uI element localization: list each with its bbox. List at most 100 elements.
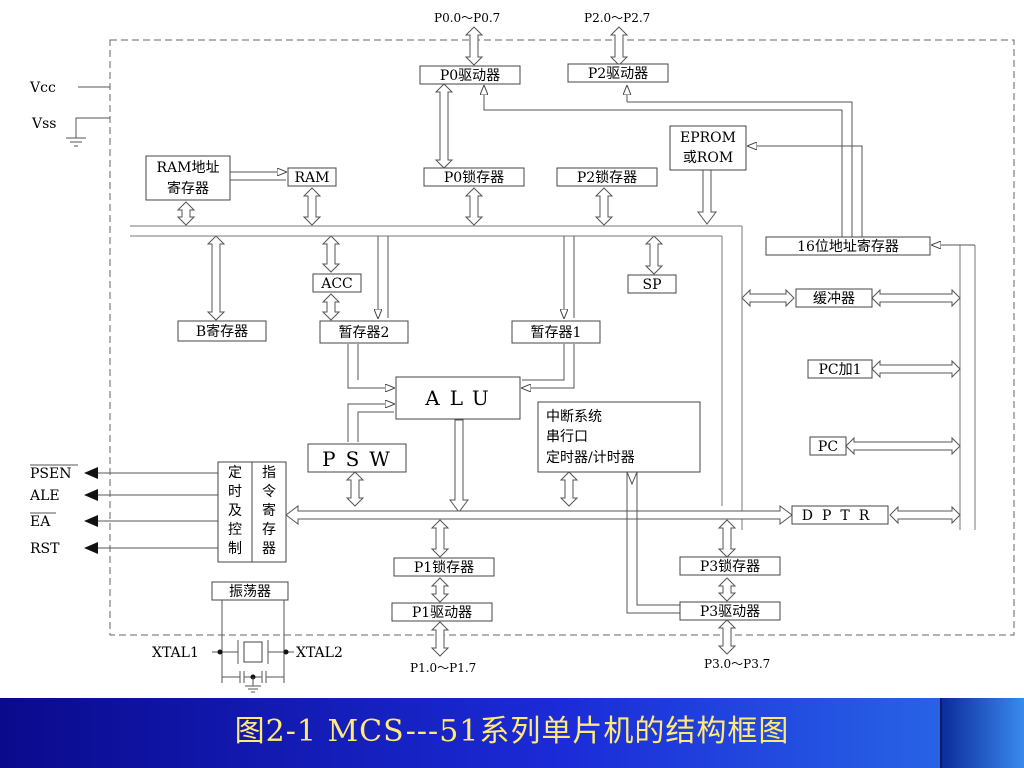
svg-text:ACC: ACC bbox=[320, 276, 353, 292]
svg-text:P1锁存器: P1锁存器 bbox=[414, 560, 474, 576]
interrupt-p3-line bbox=[626, 472, 680, 614]
p1-driver-block: P1驱动器 bbox=[391, 602, 493, 622]
timing-control-block: 定 时 及 控 制 bbox=[217, 461, 253, 563]
temp2-alu-line bbox=[347, 344, 394, 388]
svg-text:或ROM: 或ROM bbox=[683, 150, 733, 166]
svg-text:P0驱动器: P0驱动器 bbox=[440, 68, 500, 84]
rst-pin: RST bbox=[30, 541, 218, 557]
svg-text:RAM地址: RAM地址 bbox=[157, 160, 220, 176]
psen-pin: PSEN bbox=[30, 464, 218, 482]
interrupt-up-arrowhead bbox=[626, 471, 638, 486]
svg-text:及: 及 bbox=[228, 503, 242, 519]
acc-temp2-arrow bbox=[321, 293, 341, 321]
ground-symbol bbox=[66, 137, 86, 147]
svg-text:暂存器1: 暂存器1 bbox=[531, 325, 582, 341]
svg-text:P2锁存器: P2锁存器 bbox=[577, 170, 637, 186]
interrupt-timer-block: 中断系统 串行口 定时器/计时器 bbox=[537, 401, 701, 473]
p3-latch-driver-arrow bbox=[717, 577, 737, 602]
psw-block: PSW bbox=[307, 443, 407, 473]
ram-addr-register-block: RAM地址 寄存器 bbox=[145, 155, 231, 201]
alu-bus-arrow bbox=[449, 419, 469, 513]
pc-block: PC bbox=[809, 436, 847, 456]
svg-text:振荡器: 振荡器 bbox=[229, 584, 271, 600]
p2-latch-bus-arrow bbox=[594, 187, 614, 226]
alu-block: ALU bbox=[395, 376, 521, 420]
svg-text:P1驱动器: P1驱动器 bbox=[412, 605, 472, 621]
xtal2-label: XTAL2 bbox=[296, 645, 343, 661]
acc-block: ACC bbox=[312, 273, 362, 293]
p1-port-label: P1.0～P1.7 bbox=[410, 661, 476, 675]
p0-latch-block: P0锁存器 bbox=[423, 167, 525, 187]
dptr-block: DPTR bbox=[791, 505, 889, 525]
buffer-bus-arrow bbox=[741, 288, 795, 308]
buffer-right-arrow bbox=[871, 288, 961, 308]
p0-latch-bus-arrow bbox=[464, 187, 484, 226]
svg-text:定: 定 bbox=[228, 465, 242, 481]
svg-text:缓冲器: 缓冲器 bbox=[813, 291, 855, 307]
internal-data-bus bbox=[130, 225, 743, 530]
crystal-circuit bbox=[212, 600, 294, 693]
b-register-block: B寄存器 bbox=[177, 320, 267, 342]
svg-text:ALU: ALU bbox=[424, 386, 499, 410]
addr16-register-block: 16位地址寄存器 bbox=[765, 236, 931, 256]
svg-text:制: 制 bbox=[228, 541, 242, 557]
p0-pin-arrow bbox=[464, 26, 484, 66]
mcs51-block-diagram: Vcc Vss P0.0～P0.7 P2.0～P2.7 P1.0～P1.7 P3… bbox=[29, 11, 1015, 693]
addr-p0-feedback bbox=[484, 86, 843, 238]
svg-text:EPROM: EPROM bbox=[680, 130, 736, 146]
svg-text:串行口: 串行口 bbox=[546, 429, 588, 445]
svg-text:EA: EA bbox=[30, 514, 51, 530]
svg-text:寄存器: 寄存器 bbox=[167, 180, 209, 197]
svg-text:PC加1: PC加1 bbox=[818, 362, 861, 378]
ram-addr-bus-arrow bbox=[176, 201, 196, 226]
svg-text:中断系统: 中断系统 bbox=[546, 409, 602, 425]
xtal1-label: XTAL1 bbox=[152, 645, 199, 661]
svg-text:存: 存 bbox=[262, 522, 276, 538]
p3-pin-arrow bbox=[717, 619, 737, 655]
p3-port-label: P3.0～P3.7 bbox=[704, 657, 770, 671]
addr-p2-feedback-a bbox=[627, 101, 853, 238]
pc-inc-right-arrow bbox=[871, 359, 961, 379]
svg-text:P3锁存器: P3锁存器 bbox=[700, 559, 760, 575]
interrupt-p3-line-b bbox=[636, 472, 680, 606]
svg-text:RAM: RAM bbox=[295, 170, 330, 186]
svg-text:16位地址寄存器: 16位地址寄存器 bbox=[797, 238, 899, 255]
chip-boundary bbox=[109, 39, 1015, 636]
psen-label: PSEN bbox=[30, 466, 71, 482]
p2-port-label: P2.0～P2.7 bbox=[584, 11, 650, 25]
instruction-register-block: 指 令 寄 存 器 bbox=[251, 461, 287, 563]
vss-pin-label: Vss bbox=[31, 116, 56, 132]
svg-text:B寄存器: B寄存器 bbox=[196, 323, 248, 340]
vcc-pin-label: Vcc bbox=[29, 80, 56, 96]
svg-text:令: 令 bbox=[262, 484, 276, 500]
temp-register-1-block: 暂存器1 bbox=[511, 320, 601, 344]
dptr-right-arrow bbox=[889, 505, 961, 525]
caption-bar: 图2-1 MCS---51系列单片机的结构框图 bbox=[0, 698, 1024, 768]
svg-text:PSW: PSW bbox=[322, 447, 400, 471]
svg-text:DPTR: DPTR bbox=[802, 508, 879, 524]
right-side-bus bbox=[959, 245, 976, 530]
svg-text:指: 指 bbox=[262, 465, 276, 481]
eprom-block: EPROM 或ROM bbox=[669, 125, 747, 171]
ale-pin: ALE bbox=[29, 488, 218, 504]
acc-bus-arrow bbox=[321, 235, 341, 273]
svg-text:P2驱动器: P2驱动器 bbox=[588, 66, 648, 82]
ea-pin: EA bbox=[30, 512, 218, 530]
figure-caption: 图2-1 MCS---51系列单片机的结构框图 bbox=[234, 714, 790, 749]
lower-bus-arrow bbox=[285, 505, 793, 525]
p3-latch-block: P3锁存器 bbox=[679, 556, 781, 576]
ram-bus-arrow bbox=[302, 187, 322, 226]
p1-latch-block: P1锁存器 bbox=[393, 557, 495, 577]
vss-line bbox=[75, 117, 110, 138]
temp-register-2-block: 暂存器2 bbox=[319, 320, 409, 344]
buffer-block: 缓冲器 bbox=[795, 288, 873, 308]
interrupt-bus-arrow bbox=[559, 471, 579, 507]
p3-driver-block: P3驱动器 bbox=[679, 601, 781, 621]
temp1-alu-line-b bbox=[522, 344, 565, 381]
caption-decoration bbox=[940, 698, 1024, 768]
p1-latch-driver-arrow bbox=[430, 577, 450, 603]
p2-driver-block: P2驱动器 bbox=[567, 63, 669, 83]
svg-text:PC: PC bbox=[818, 439, 838, 455]
p2-pin-arrow bbox=[609, 26, 629, 66]
